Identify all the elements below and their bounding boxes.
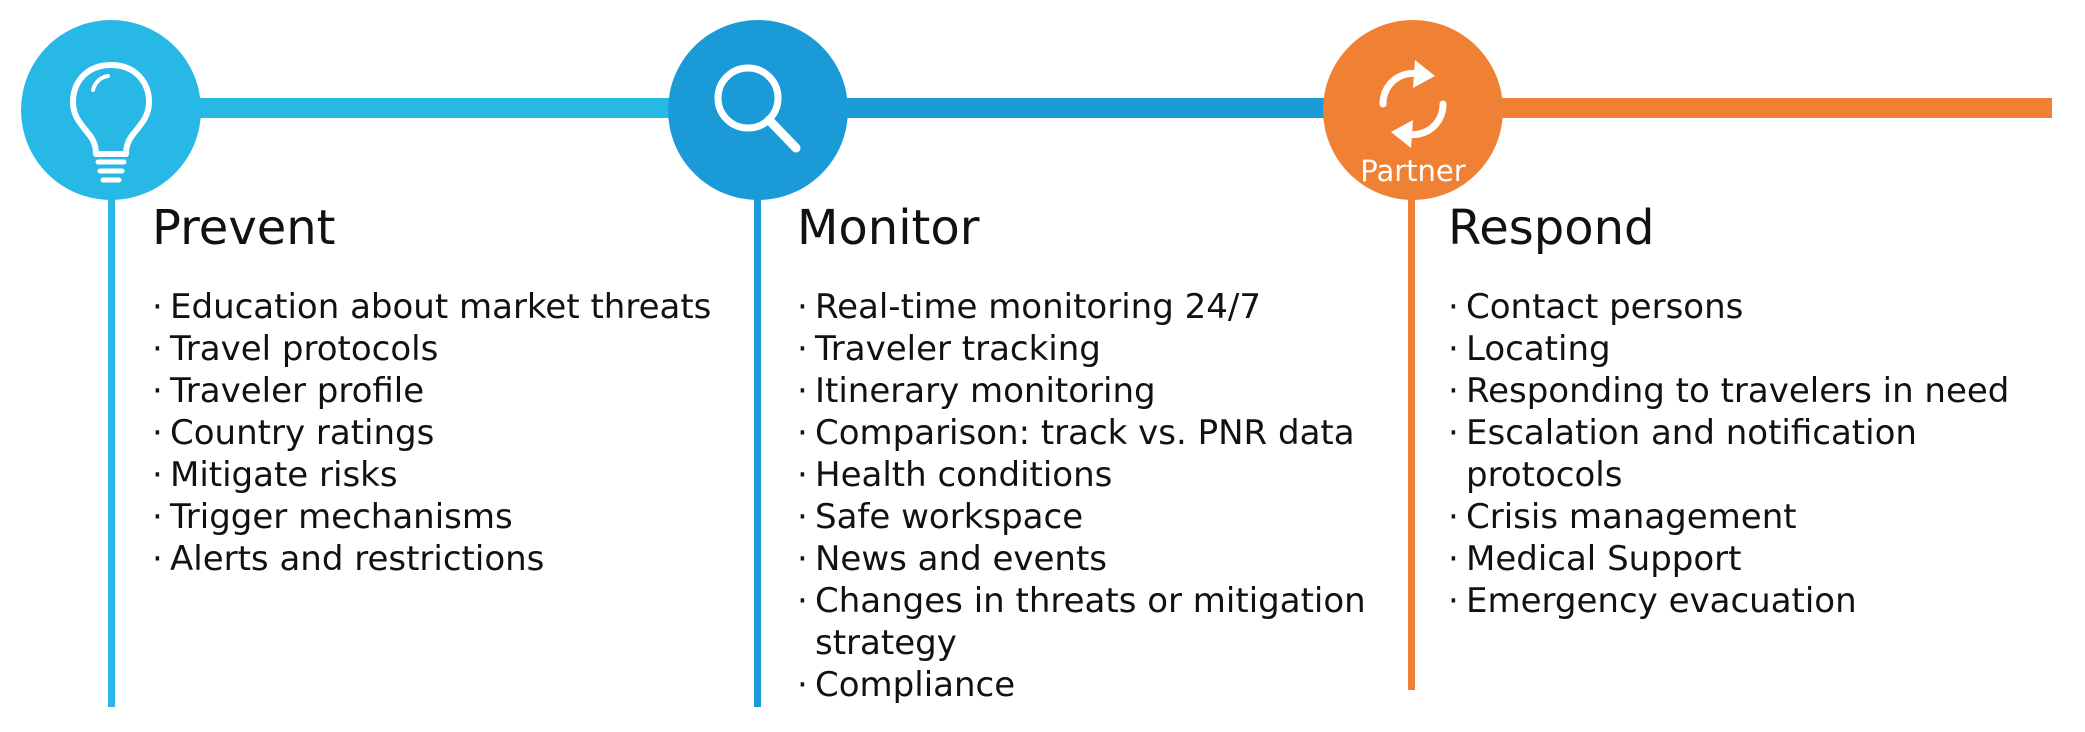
list-item: Contact persons [1448, 286, 2078, 328]
list-item: Emergency evacuation [1448, 580, 2078, 622]
partner-badge: Partner [1360, 154, 1466, 188]
respond-list: Contact persons Locating Responding to t… [1448, 286, 2078, 622]
timeline-monitor [754, 150, 761, 707]
refresh-cycle-icon [1379, 60, 1447, 148]
list-item: News and events [797, 538, 1367, 580]
list-item: Locating [1448, 328, 2078, 370]
prevent-column: Prevent Education about market threats T… [152, 198, 712, 580]
prevent-circle [21, 20, 201, 200]
list-item: Traveler profile [152, 370, 712, 412]
list-item: Country ratings [152, 412, 712, 454]
prevent-title: Prevent [152, 200, 336, 256]
list-item: Education about market threats [152, 286, 712, 328]
connector-monitor [800, 98, 1330, 118]
respond-circle: Partner [1323, 20, 1503, 200]
timeline-prevent [108, 150, 115, 707]
list-item: Real-time monitoring 24/7 [797, 286, 1367, 328]
respond-column: Respond Contact persons Locating Respond… [1448, 198, 2078, 622]
lightbulb-icon [70, 62, 152, 183]
list-item: Comparison: track vs. PNR data [797, 412, 1367, 454]
respond-title: Respond [1448, 200, 1655, 256]
list-item: Changes in threats or mitigation strateg… [797, 580, 1367, 664]
monitor-column: Monitor Real-time monitoring 24/7 Travel… [797, 198, 1367, 706]
list-item: Travel protocols [152, 328, 712, 370]
list-item: Escalation and notification protocols [1448, 412, 2078, 496]
list-item: Health conditions [797, 454, 1367, 496]
connector-prevent [150, 98, 680, 118]
timeline-respond [1408, 150, 1415, 690]
list-item: Responding to travelers in need [1448, 370, 2078, 412]
list-item: Traveler tracking [797, 328, 1367, 370]
monitor-title: Monitor [797, 200, 980, 256]
list-item: Trigger mechanisms [152, 496, 712, 538]
list-item: Crisis management [1448, 496, 2078, 538]
prevent-list: Education about market threats Travel pr… [152, 286, 712, 580]
list-item: Safe workspace [797, 496, 1367, 538]
monitor-list: Real-time monitoring 24/7 Traveler track… [797, 286, 1367, 706]
list-item: Mitigate risks [152, 454, 712, 496]
connector-respond [1460, 98, 2052, 118]
list-item: Itinerary monitoring [797, 370, 1367, 412]
list-item: Compliance [797, 664, 1367, 706]
monitor-circle [668, 20, 848, 200]
magnifier-icon [714, 64, 801, 153]
list-item: Alerts and restrictions [152, 538, 712, 580]
list-item: Medical Support [1448, 538, 2078, 580]
